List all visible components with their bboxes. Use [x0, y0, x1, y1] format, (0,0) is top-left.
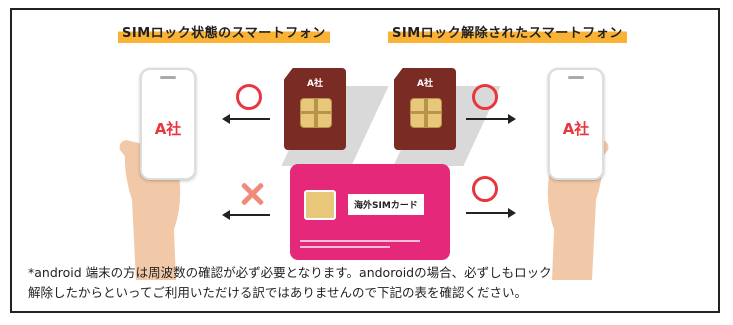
- phone-speaker-icon: [568, 76, 584, 79]
- arrow-left-icon: [222, 210, 270, 220]
- card-fine-print: [300, 240, 420, 242]
- sim-chip-icon: [304, 190, 336, 220]
- left-phone: A社: [140, 68, 196, 180]
- overseas-sim-card: 海外SIMカード: [290, 164, 450, 260]
- locked-sim-card: A社: [284, 68, 346, 150]
- ok-circle-icon: [472, 84, 498, 110]
- right-phone: A社: [548, 68, 604, 180]
- note-line-1: *android 端末の方は周波数の確認が必ず必要となります。andoroidの…: [28, 265, 552, 280]
- ng-cross-icon: [240, 182, 264, 206]
- android-frequency-note: *android 端末の方は周波数の確認が必ず必要となります。andoroidの…: [28, 263, 708, 303]
- sim-chip-icon: [300, 98, 332, 128]
- arrow-left-icon: [222, 114, 270, 124]
- sim-card-label: A社: [417, 79, 433, 89]
- header-locked-phone: SIMロック状態のスマートフォン: [118, 22, 330, 43]
- ok-circle-icon: [236, 84, 262, 110]
- sim-chip-icon: [410, 98, 442, 128]
- card-fine-print: [300, 246, 390, 248]
- overseas-sim-label: 海外SIMカード: [348, 194, 424, 215]
- header-unlocked-phone: SIMロック解除されたスマートフォン: [388, 22, 627, 43]
- ok-circle-icon: [472, 176, 498, 202]
- left-phone-label: A社: [154, 120, 182, 138]
- sim-card-label: A社: [307, 79, 323, 89]
- note-line-2: 解除したからといってご利用いただける訳ではありませんので下記の表を確認ください。: [28, 285, 528, 300]
- arrow-right-icon: [466, 208, 516, 218]
- right-phone-label: A社: [562, 120, 590, 138]
- phone-speaker-icon: [160, 76, 176, 79]
- arrow-right-icon: [466, 114, 516, 124]
- unlocked-sim-card: A社: [394, 68, 456, 150]
